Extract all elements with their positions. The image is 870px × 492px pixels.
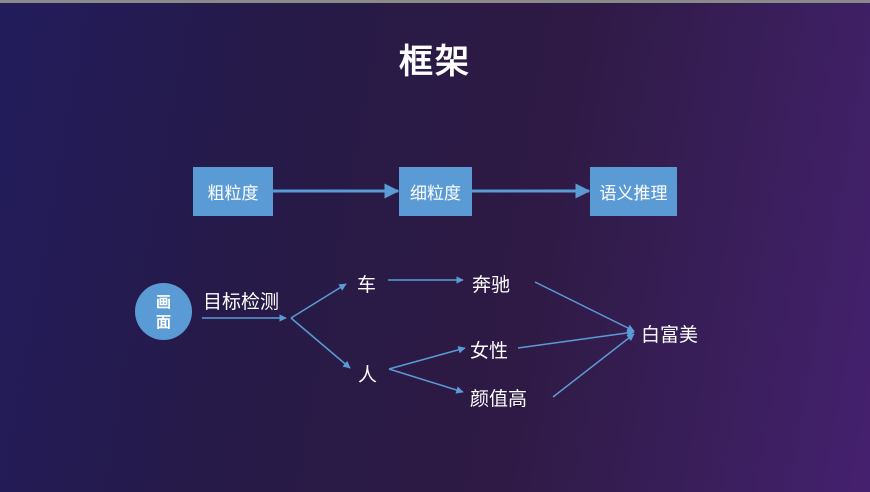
source-label: 画面 xyxy=(155,292,171,331)
arrow-looks-to-result xyxy=(552,333,635,398)
coarse-grained-box: 粗粒度 xyxy=(193,167,273,216)
fine-grained-box: 细粒度 xyxy=(399,167,472,216)
semantic-reasoning-box: 语义推理 xyxy=(590,167,677,216)
race-label: 奔驰 xyxy=(472,274,511,296)
arrow-person-to-female xyxy=(388,346,466,370)
arrow-to-person xyxy=(290,317,351,369)
arrow-to-car xyxy=(290,283,347,319)
source-circle: 画面 xyxy=(135,283,192,340)
female-label: 女性 xyxy=(470,340,509,362)
arrow-person-to-looks xyxy=(388,368,464,394)
arrow-female-to-result xyxy=(517,329,635,349)
car-label: 车 xyxy=(357,274,377,296)
detection-label: 目标检测 xyxy=(203,291,280,313)
top-border xyxy=(0,0,870,3)
arrow-race-to-result xyxy=(534,281,635,332)
person-label: 人 xyxy=(358,364,378,386)
slide-title: 框架 xyxy=(399,42,471,82)
looks-label: 颜值高 xyxy=(470,388,528,410)
result-label: 白富美 xyxy=(641,324,699,346)
